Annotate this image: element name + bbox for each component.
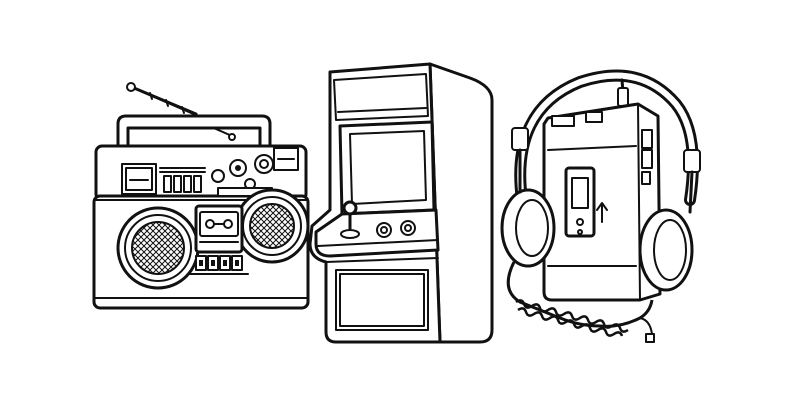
arcade-buttons <box>376 220 416 238</box>
cassette-player <box>542 102 662 302</box>
ear-cup-left-icon <box>500 127 556 268</box>
cassette-player-with-headphones <box>500 69 701 343</box>
speaker-left-icon <box>116 206 200 290</box>
boombox <box>92 82 310 310</box>
eject-arrow-icon <box>596 202 608 223</box>
joystick-icon <box>340 200 360 239</box>
transport-buttons <box>195 255 243 271</box>
handle <box>116 114 272 150</box>
arcade-cabinet <box>308 62 494 344</box>
screen <box>349 130 427 205</box>
volume-knobs <box>211 154 274 190</box>
coiled-cord <box>506 261 655 343</box>
marquee <box>333 73 429 121</box>
coin-door <box>335 269 429 331</box>
equalizer-buttons <box>163 175 202 193</box>
ear-cup-right-icon <box>638 149 701 292</box>
cabinet-side <box>428 62 494 344</box>
cassette-deck <box>194 204 244 254</box>
speaker-right-icon <box>234 188 310 264</box>
antenna <box>126 82 236 141</box>
